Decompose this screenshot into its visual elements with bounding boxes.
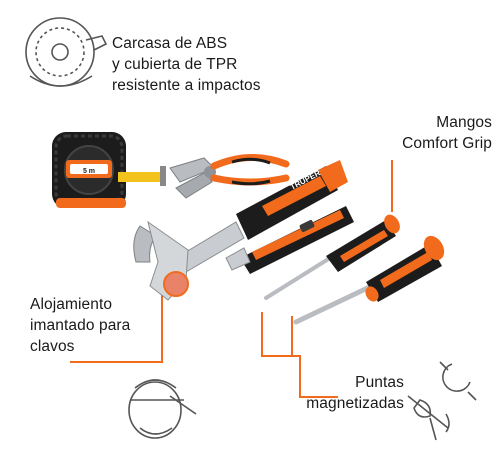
shell-callout: Carcasa de ABS y cubierta de TPR resiste… xyxy=(112,33,261,96)
callout-lines xyxy=(70,160,393,398)
magnet-leader-line xyxy=(70,295,163,363)
screwdriver-phillips xyxy=(293,235,445,325)
magnet-callout-line-1: Alojamiento xyxy=(30,296,113,313)
screwdriver-flat xyxy=(264,214,400,300)
tape-measure xyxy=(52,132,166,208)
tips-leader-line xyxy=(261,312,338,398)
magnet-callout-line-2: imantado para xyxy=(30,317,131,334)
handles-callout-line-2: Comfort Grip xyxy=(402,135,492,152)
tips-callout-line-1: Puntas xyxy=(355,374,404,391)
magnetic-tip-icon xyxy=(407,361,477,441)
magnet-callout: Alojamiento imantado para clavos xyxy=(30,294,130,357)
tips-callout: Puntas magnetizadas xyxy=(298,372,404,414)
magnet-callout-line-3: clavos xyxy=(30,338,75,355)
shell-callout-line-2: y cubierta de TPR xyxy=(112,56,238,73)
utility-knife xyxy=(225,206,354,274)
pliers xyxy=(169,153,290,199)
tape-brand-mark: 5 m xyxy=(83,168,95,175)
hammer xyxy=(133,160,348,301)
magnet-clip-icon xyxy=(128,379,197,439)
tips-callout-line-2: magnetizadas xyxy=(306,395,404,412)
tape-shell-icon xyxy=(25,17,108,87)
handles-callout-line-1: Mangos xyxy=(436,114,492,131)
shell-callout-line-1: Carcasa de ABS xyxy=(112,35,228,52)
shell-callout-line-3: resistente a impactos xyxy=(112,77,261,94)
handles-callout: Mangos Comfort Grip xyxy=(380,112,492,154)
